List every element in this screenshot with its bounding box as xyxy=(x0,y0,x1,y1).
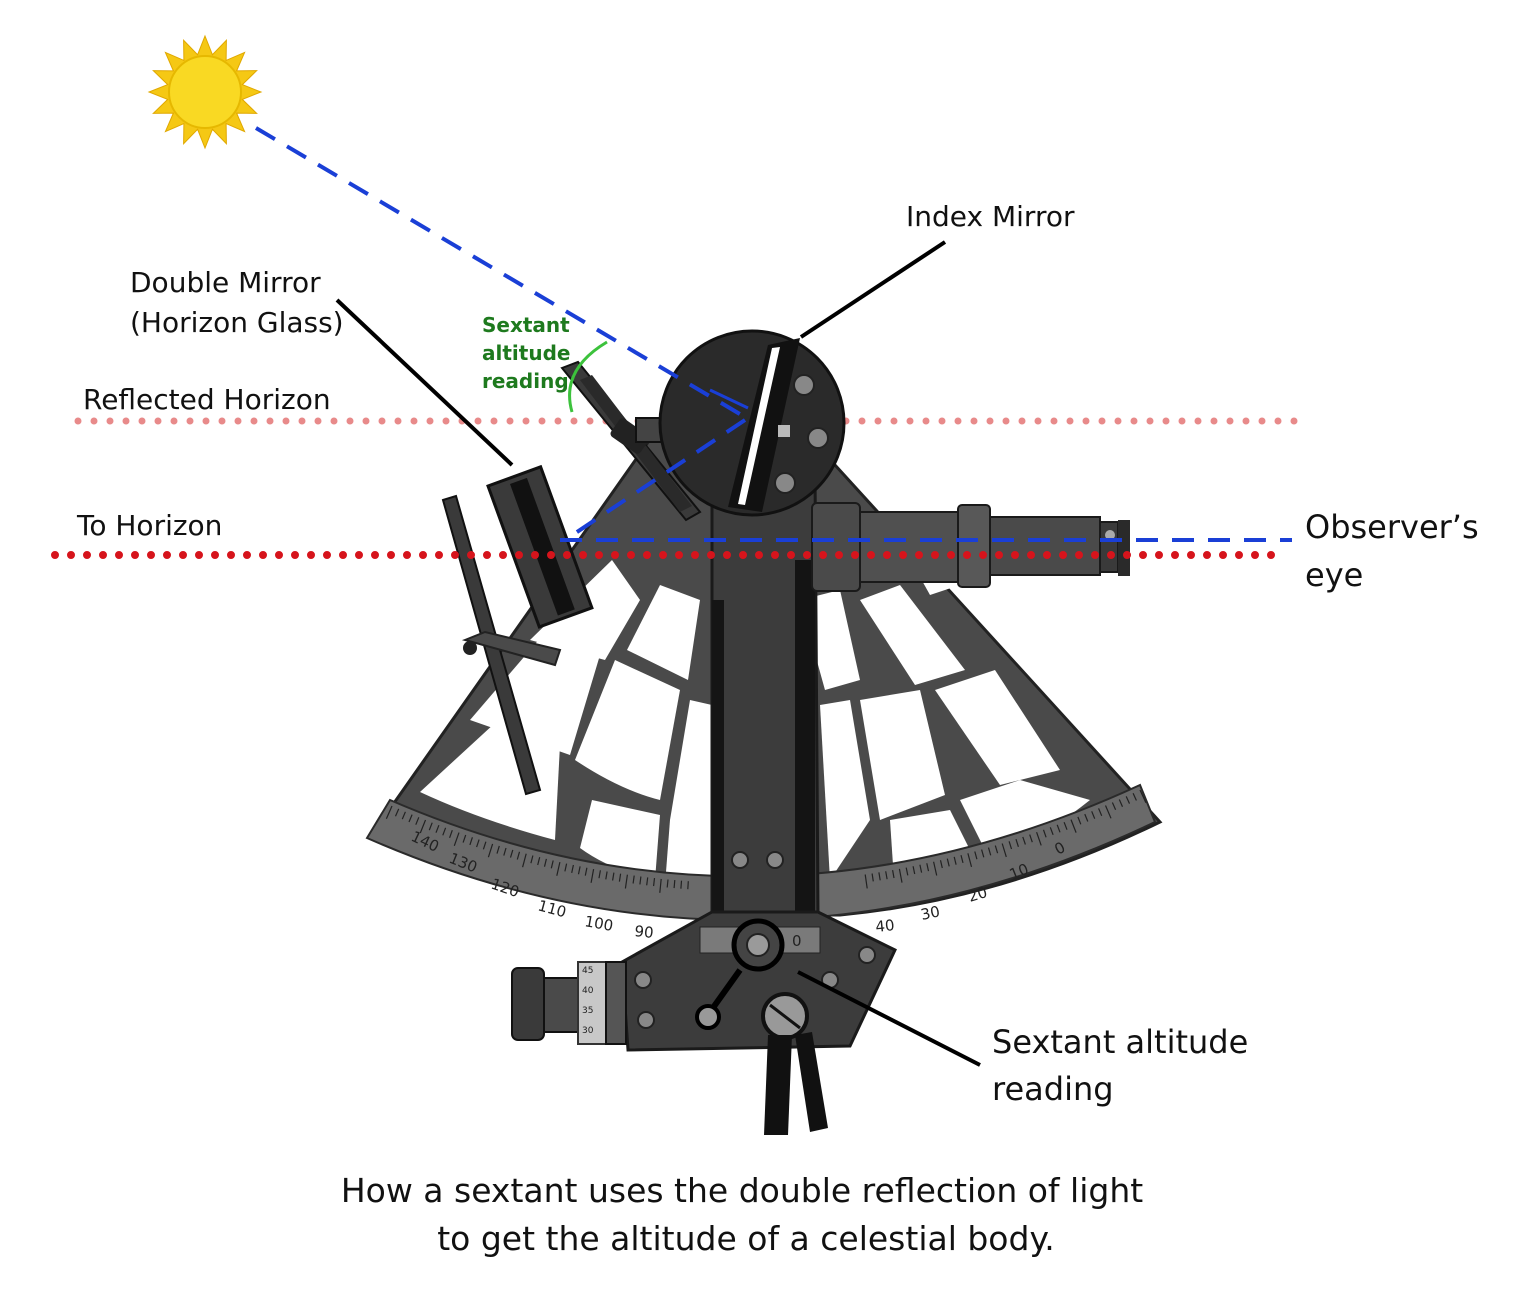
vernier-scale-label: 0 xyxy=(792,932,802,950)
index-arm xyxy=(712,470,818,915)
micrometer-scale-label: 40 xyxy=(582,986,594,996)
label-observers-eye: Observer’s xyxy=(1305,508,1479,546)
arc-scale-label: 100 xyxy=(583,912,614,935)
micrometer-drum: 45 40 35 30 xyxy=(512,962,626,1044)
label-index-mirror: Index Mirror xyxy=(906,200,1075,233)
arc-scale-label: 90 xyxy=(634,922,655,942)
label-reflected-horizon: Reflected Horizon xyxy=(83,383,331,416)
label-double-mirror: Double Mirror xyxy=(130,266,321,299)
label-reading: reading xyxy=(992,1070,1114,1108)
label-sextant-altitude-green-3: reading xyxy=(482,369,569,393)
vernier-plate: 0 0 xyxy=(622,912,895,1135)
caption-line-1: How a sextant uses the double reflection… xyxy=(341,1171,1143,1210)
arc-tick xyxy=(674,880,675,888)
micrometer-scale-label: 30 xyxy=(582,1026,594,1036)
label-sextant-altitude-reading: Sextant altitude xyxy=(992,1023,1248,1061)
arc-tick xyxy=(667,880,668,888)
label-horizon-glass: (Horizon Glass) xyxy=(130,306,344,339)
telescope xyxy=(812,503,1130,591)
micrometer-scale-label: 45 xyxy=(582,966,593,976)
arc-tick xyxy=(681,881,682,889)
arc-scale-label: 30 xyxy=(919,902,941,924)
label-eye: eye xyxy=(1305,556,1363,594)
arc-scale-label: 40 xyxy=(875,916,896,936)
label-sextant-altitude-green-2: altitude xyxy=(482,341,570,365)
micrometer-scale-label: 35 xyxy=(582,1006,593,1016)
caption-line-2: to get the altitude of a celestial body. xyxy=(437,1219,1055,1258)
arc-tick xyxy=(688,881,689,889)
label-sextant-altitude-green-1: Sextant xyxy=(482,313,570,337)
label-to-horizon: To Horizon xyxy=(76,509,222,542)
sun-icon xyxy=(149,36,261,148)
